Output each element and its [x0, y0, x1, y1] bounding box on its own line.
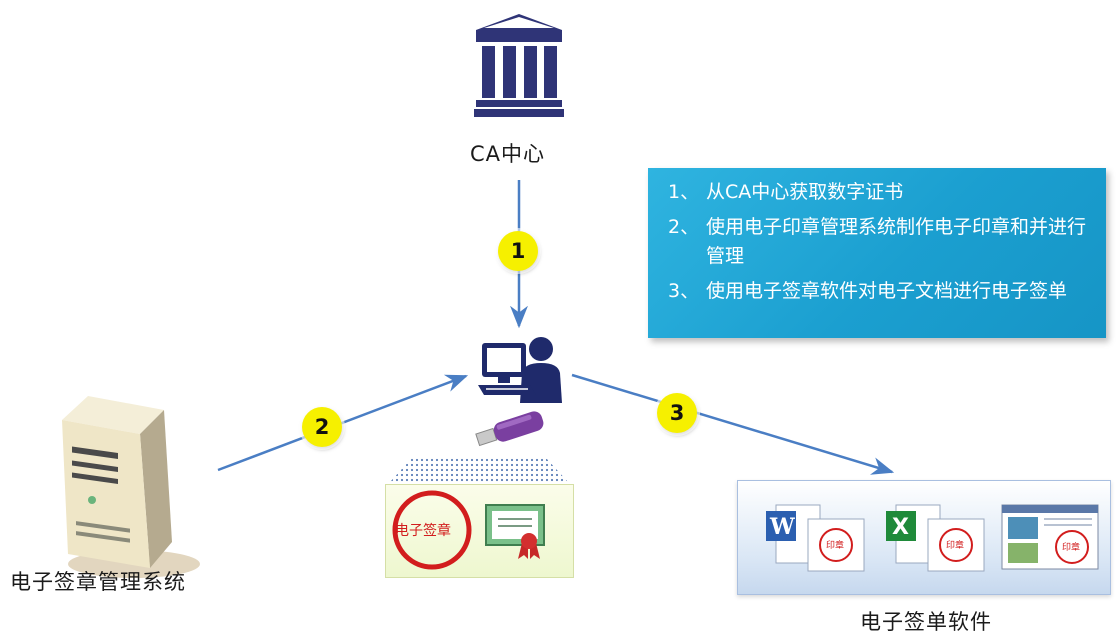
info-item-number: 2、	[668, 216, 700, 238]
seal-stamp-icon	[392, 490, 472, 570]
info-item-1: 1、 从CA中心获取数字证书	[668, 178, 1092, 207]
info-item-text: 使用电子签章软件对电子文档进行电子签单	[706, 280, 1068, 302]
step-badge-3: 3	[657, 393, 697, 433]
arrow-user-to-software	[571, 373, 895, 475]
info-box: 1、 从CA中心获取数字证书 2、 使用电子印章管理系统制作电子印章和并进行管理…	[648, 168, 1106, 338]
svg-text:印章: 印章	[1062, 541, 1080, 553]
seal-label: 电子签章	[395, 523, 451, 539]
web-doc-icon: 印章	[1001, 504, 1099, 570]
excel-doc-icon: X 印章	[886, 504, 985, 572]
ca-center-label: CA中心	[470, 142, 546, 166]
seal-system-label: 电子签章管理系统	[10, 570, 186, 594]
info-item-text: 从CA中心获取数字证书	[706, 181, 904, 203]
svg-text:印章: 印章	[826, 539, 844, 551]
seal-panel: 电子签章	[385, 484, 574, 578]
server-icon	[62, 396, 200, 578]
word-doc-icon: W 印章	[766, 504, 865, 572]
usb-key-icon	[475, 411, 544, 447]
dotted-decoration	[390, 458, 568, 482]
certificate-icon	[485, 504, 545, 559]
arrow-system-to-user	[217, 374, 469, 472]
info-item-text: 使用电子印章管理系统制作电子印章和并进行管理	[706, 216, 1087, 267]
info-item-number: 3、	[668, 280, 700, 302]
svg-text:W: W	[769, 514, 795, 540]
info-item-3: 3、 使用电子签章软件对电子文档进行电子签单	[668, 277, 1092, 306]
info-item-2: 2、 使用电子印章管理系统制作电子印章和并进行管理	[668, 213, 1092, 271]
user-computer-icon	[478, 337, 562, 403]
step-badge-2: 2	[302, 407, 342, 447]
bank-icon	[474, 14, 564, 117]
info-item-number: 1、	[668, 181, 700, 203]
step-badge-1: 1	[498, 231, 538, 271]
svg-text:印章: 印章	[946, 539, 964, 551]
sign-software-label: 电子签单软件	[860, 610, 992, 634]
software-panel: W 印章 X 印章 印章	[737, 480, 1111, 595]
svg-text:X: X	[892, 515, 909, 540]
